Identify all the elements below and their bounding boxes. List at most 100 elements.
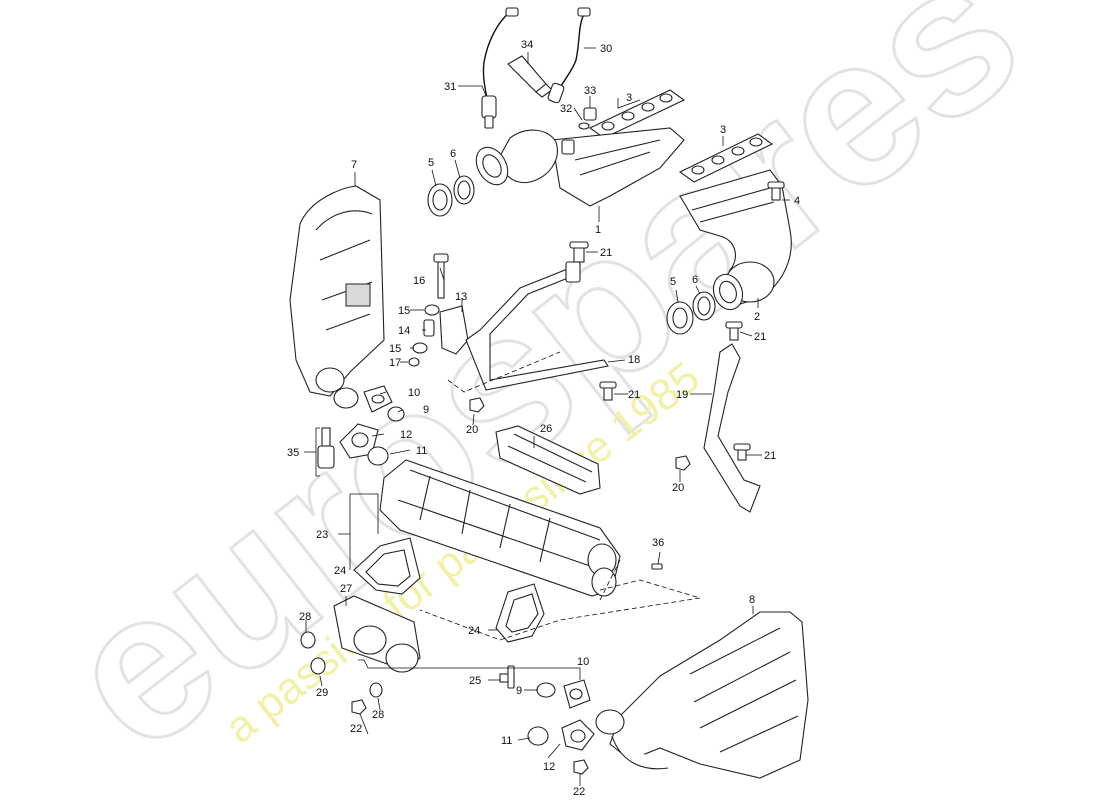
callout-4: 4 bbox=[794, 195, 800, 207]
callout-36: 36 bbox=[652, 537, 664, 549]
callout-9-left: 9 bbox=[423, 404, 429, 416]
gasket-10-right-part bbox=[563, 679, 591, 709]
callout-2: 2 bbox=[754, 311, 760, 323]
callout-24-lower: 24 bbox=[468, 625, 480, 637]
callout-25: 25 bbox=[469, 675, 481, 687]
strap-24-upper-part bbox=[353, 537, 421, 595]
washer-15-upper-part bbox=[424, 304, 440, 316]
callout-29: 29 bbox=[316, 687, 328, 699]
callout-21-d: 21 bbox=[764, 450, 776, 462]
callout-6-lower: 6 bbox=[692, 274, 698, 286]
bolt-21-b-part bbox=[599, 381, 617, 401]
nut-17-part bbox=[408, 357, 420, 367]
muffler-left-part bbox=[289, 185, 385, 409]
callout-17: 17 bbox=[389, 357, 401, 369]
callout-28-left: 28 bbox=[299, 611, 311, 623]
main-muffler-23-part bbox=[379, 459, 621, 597]
callout-10-right: 10 bbox=[577, 656, 589, 668]
callout-10-left: 10 bbox=[408, 387, 420, 399]
callout-9-right: 9 bbox=[516, 685, 522, 697]
callout-32: 32 bbox=[560, 103, 572, 115]
nut-22-b-part bbox=[573, 759, 589, 775]
callout-22-a: 22 bbox=[350, 723, 362, 735]
callout-16: 16 bbox=[413, 275, 425, 287]
leader-lines bbox=[304, 47, 790, 786]
callout-3-right: 3 bbox=[720, 124, 726, 136]
spacer-14-part bbox=[423, 319, 435, 337]
callout-21-c: 21 bbox=[754, 331, 766, 343]
manifold-gasket-upper-part bbox=[588, 89, 686, 139]
assembly-lines bbox=[419, 351, 701, 641]
callout-1: 1 bbox=[595, 224, 601, 236]
callout-27: 27 bbox=[340, 583, 352, 595]
seal-ring-9-left-part bbox=[387, 406, 405, 422]
oxygen-sensor-31-part bbox=[481, 7, 519, 129]
seal-ring-right-part bbox=[692, 291, 716, 321]
bracket-19-part bbox=[703, 343, 761, 513]
bolt-4-part bbox=[767, 181, 785, 201]
bolt-21-c-part bbox=[725, 321, 743, 341]
callout-20-right: 20 bbox=[672, 482, 684, 494]
oxygen-sensor-30-part bbox=[547, 7, 591, 104]
watermark: eurospares a passion for parts since 198… bbox=[22, 0, 1062, 797]
callout-14: 14 bbox=[398, 325, 410, 337]
watermark-brand: eurospares bbox=[23, 0, 1060, 795]
clamp-right-part bbox=[666, 301, 694, 335]
callout-31: 31 bbox=[444, 81, 456, 93]
callout-8: 8 bbox=[749, 594, 755, 606]
washer-29-part bbox=[310, 657, 326, 675]
nut-22-a-part bbox=[351, 699, 367, 715]
callout-24-upper: 24 bbox=[334, 565, 346, 577]
callout-26: 26 bbox=[540, 423, 552, 435]
flange-12-left-part bbox=[339, 423, 379, 459]
muffler-right-part bbox=[595, 611, 809, 779]
nut-20-a-part bbox=[469, 397, 485, 413]
callout-12-left: 12 bbox=[400, 429, 412, 441]
bolt-21-a-part bbox=[569, 241, 589, 263]
heat-shield-26-part bbox=[495, 425, 601, 495]
callout-20-left: 20 bbox=[466, 424, 478, 436]
callout-30: 30 bbox=[600, 43, 612, 55]
callout-7: 7 bbox=[351, 159, 357, 171]
callout-22-b: 22 bbox=[573, 786, 585, 798]
callout-6-upper: 6 bbox=[450, 148, 456, 160]
callout-12-right: 12 bbox=[543, 761, 555, 773]
clamp-upper-part bbox=[427, 183, 453, 217]
callout-21-a: 21 bbox=[600, 247, 612, 259]
nut-28-a-part bbox=[300, 631, 316, 649]
exhaust-manifold-upper-part bbox=[475, 127, 685, 207]
valve-35-part bbox=[317, 427, 335, 469]
callout-15-upper: 15 bbox=[398, 305, 410, 317]
callout-23: 23 bbox=[316, 529, 328, 541]
stud-36-part bbox=[651, 563, 663, 570]
plug-33-part bbox=[578, 107, 597, 130]
washer-15-lower-part bbox=[412, 342, 428, 354]
callout-3-upper: 3 bbox=[626, 92, 632, 104]
callout-labels: 1 2 3 3 4 5 5 6 6 7 8 9 9 10 10 11 11 12… bbox=[287, 39, 800, 798]
callout-18: 18 bbox=[628, 354, 640, 366]
bracket-13-part bbox=[439, 305, 469, 355]
seal-ring-upper-part bbox=[453, 175, 475, 205]
seal-ring-9-right-part bbox=[536, 682, 556, 698]
callout-19: 19 bbox=[676, 389, 688, 401]
callout-34: 34 bbox=[521, 39, 533, 51]
exhaust-manifold-right-part bbox=[679, 169, 792, 311]
callout-5-upper: 5 bbox=[428, 157, 434, 169]
callout-11-right: 11 bbox=[501, 735, 512, 747]
bracket-rod-18-part bbox=[465, 261, 609, 391]
bolt-21-d-part bbox=[733, 443, 751, 461]
seal-ring-11-right-part bbox=[527, 726, 549, 746]
callout-5-lower: 5 bbox=[670, 276, 676, 288]
callout-35: 35 bbox=[287, 447, 299, 459]
tailpipe-27-part bbox=[333, 595, 421, 673]
seal-ring-11-left-part bbox=[367, 446, 389, 466]
callout-13: 13 bbox=[455, 291, 467, 303]
strap-24-lower-part bbox=[495, 583, 545, 643]
nut-20-b-part bbox=[675, 455, 691, 471]
sealant-tube-part bbox=[507, 55, 553, 98]
callout-28-right: 28 bbox=[372, 709, 384, 721]
callout-21-b: 21 bbox=[628, 389, 640, 401]
callout-11-left: 11 bbox=[416, 445, 427, 457]
manifold-gasket-right-part bbox=[678, 133, 774, 183]
